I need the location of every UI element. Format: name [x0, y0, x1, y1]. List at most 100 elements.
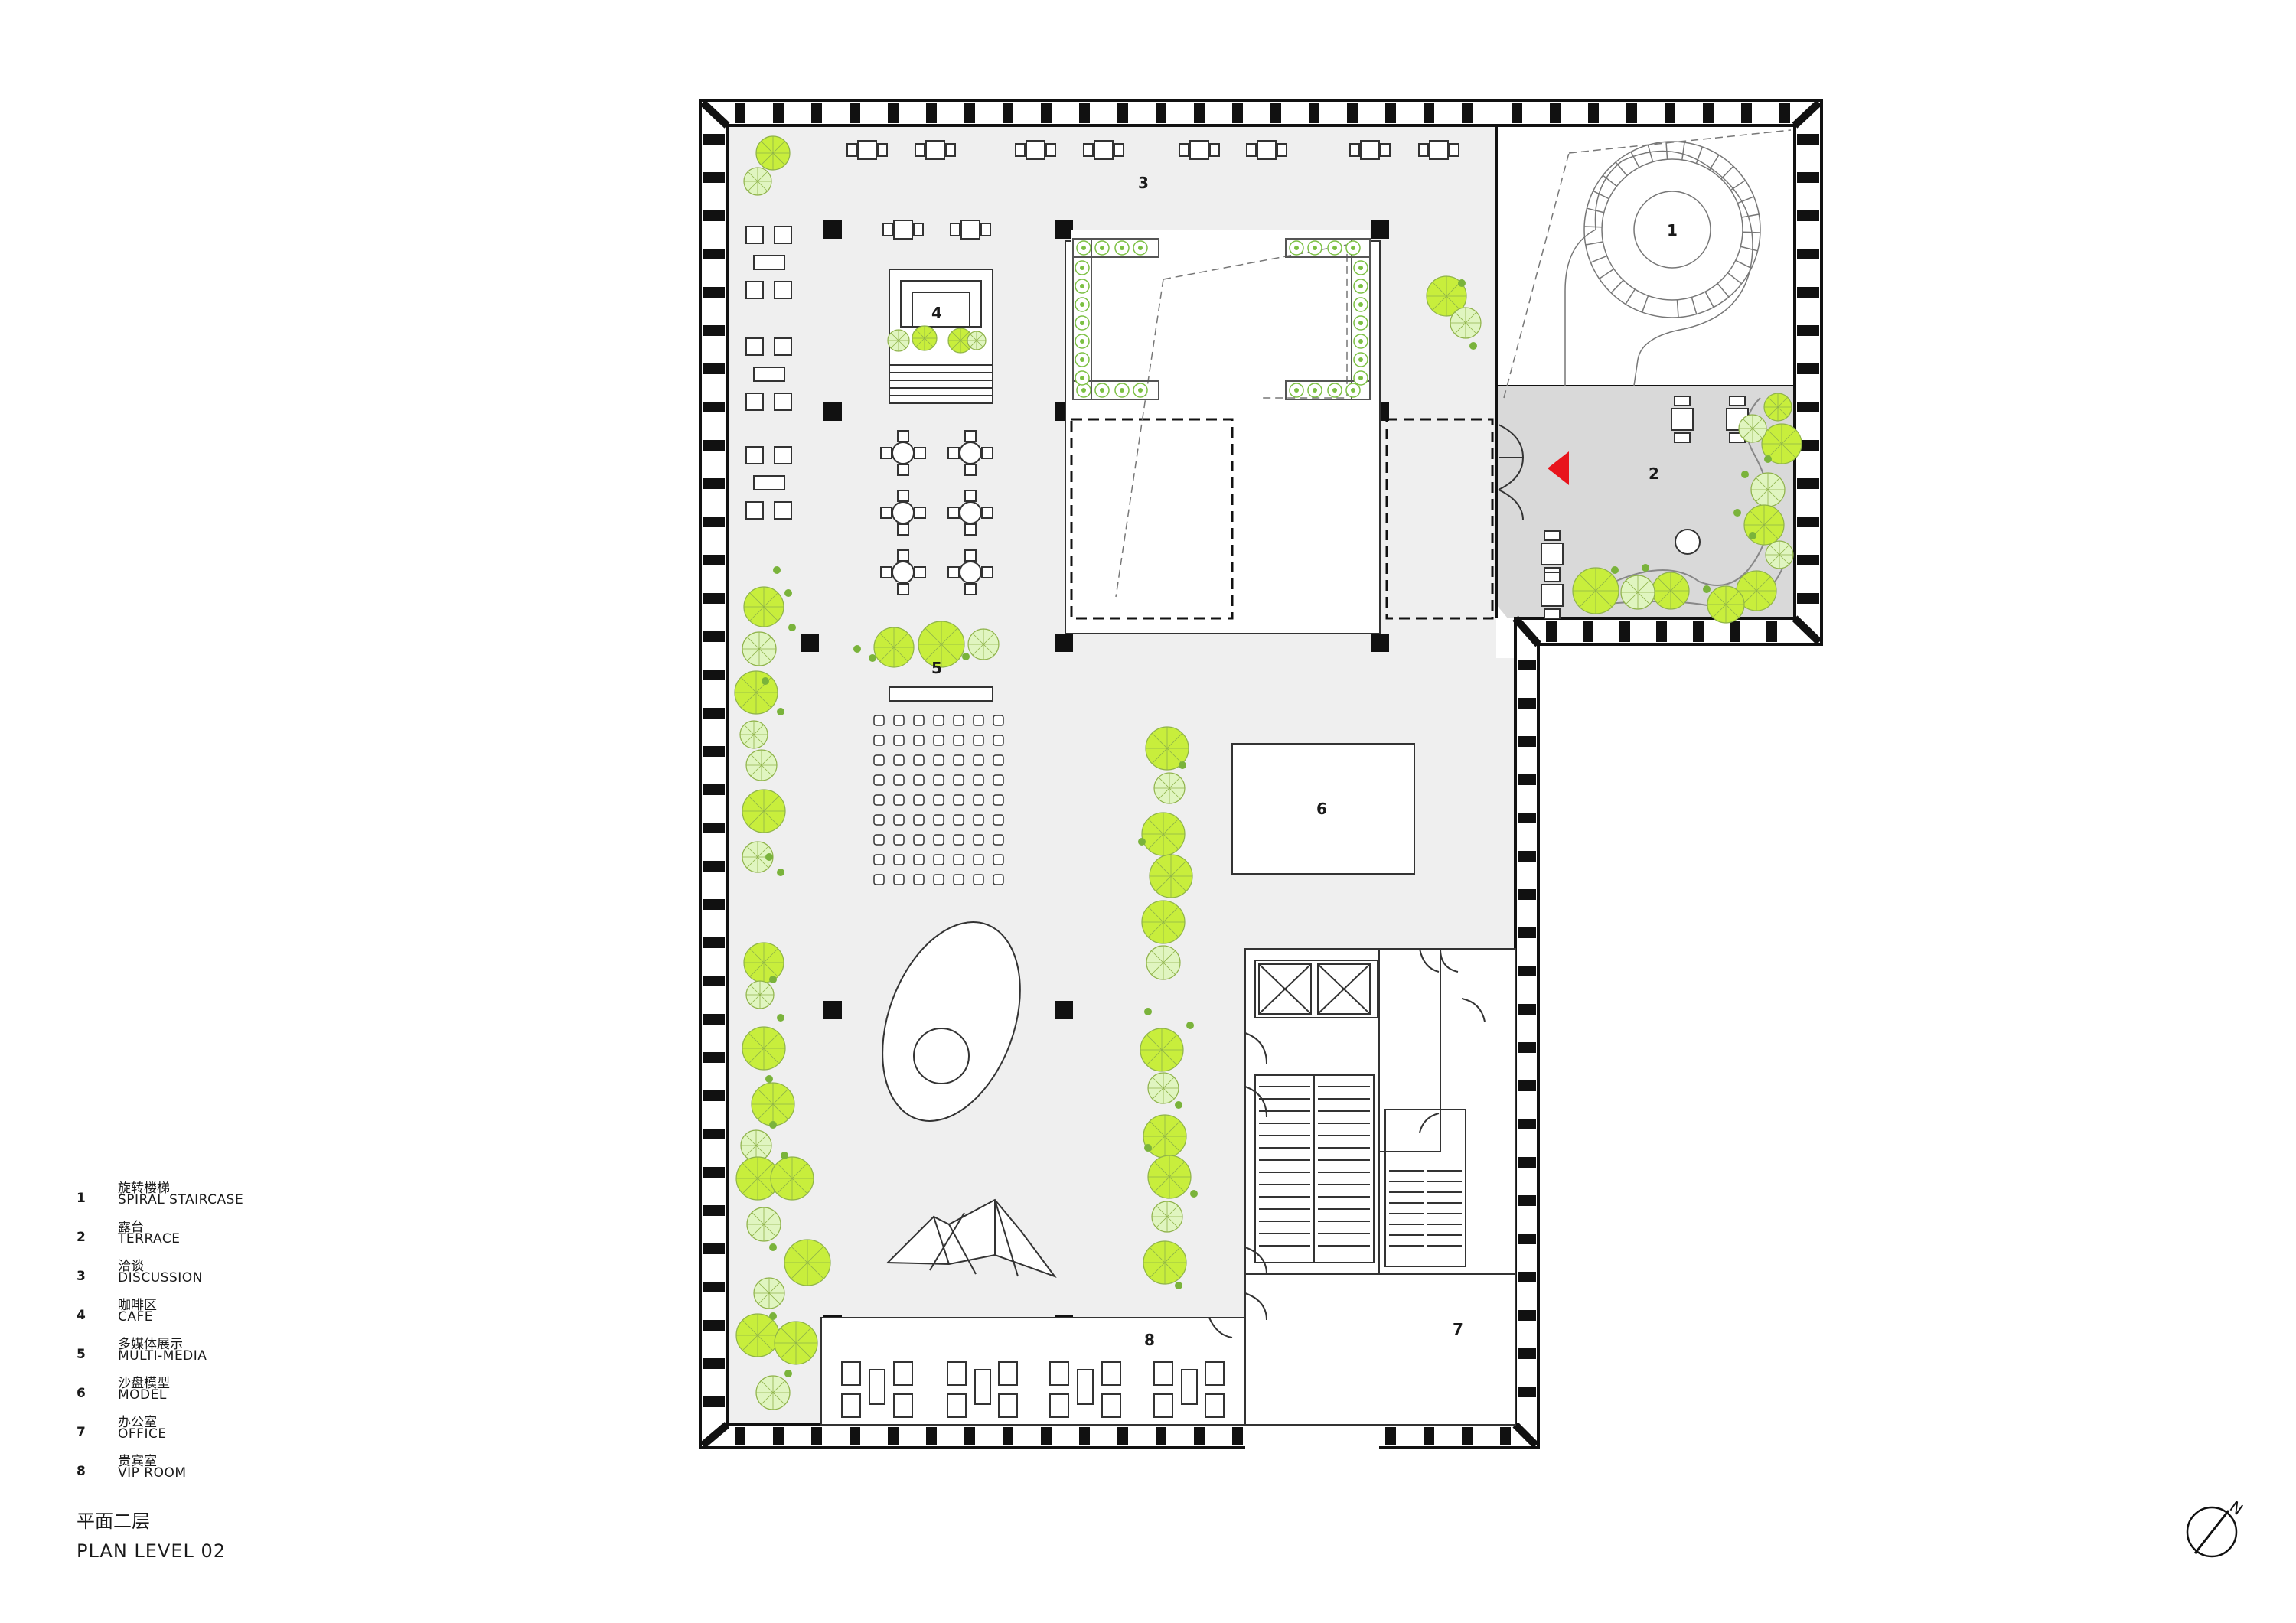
sofa-seat [745, 337, 764, 356]
tree-line [1151, 748, 1168, 764]
vip-chair [1049, 1393, 1069, 1418]
tree-line [758, 648, 771, 661]
mullion [1232, 103, 1243, 123]
chair [1544, 572, 1561, 582]
vip-chair [1101, 1393, 1121, 1418]
tree-line [1454, 322, 1466, 334]
model-table [1231, 743, 1415, 875]
tree-line [1147, 921, 1164, 938]
tree-line [1657, 590, 1671, 605]
stair-tread [1742, 231, 1760, 233]
mullion [703, 823, 725, 833]
discussion-table [925, 140, 945, 160]
stair-tread [1585, 241, 1603, 246]
spiral-staircase [1503, 129, 1792, 399]
chair [914, 507, 926, 519]
shrub-core [1081, 388, 1086, 393]
chair [1246, 143, 1257, 157]
tree-line [1742, 576, 1757, 592]
mullion [1309, 103, 1319, 123]
tree-line [742, 1162, 758, 1179]
mullion [1797, 517, 1819, 527]
multimedia-screen [889, 686, 993, 702]
chair [897, 583, 909, 595]
mullion [703, 555, 725, 565]
tree-line [757, 1335, 774, 1351]
terrace-table [1541, 543, 1564, 565]
mullion [1693, 621, 1704, 642]
tree-line [747, 637, 760, 650]
shrub-core [1358, 357, 1363, 362]
tree-line [1432, 282, 1447, 297]
mullion [1518, 1157, 1536, 1168]
mullion [850, 1427, 860, 1445]
mullion [703, 1358, 725, 1369]
shrub-core [1351, 246, 1355, 250]
tree-line [1670, 590, 1684, 605]
tree-line [1151, 732, 1168, 749]
shrub-core [1332, 388, 1337, 393]
tree-line [1779, 544, 1790, 556]
tree-line [1767, 406, 1779, 418]
chair [1277, 143, 1287, 157]
theatre-seat [933, 735, 944, 746]
tree-line [924, 337, 934, 347]
tree-line [1146, 1034, 1163, 1051]
egg-sculpture [882, 921, 1021, 1122]
stair-tread [1610, 279, 1624, 294]
tree-line [749, 984, 761, 996]
mullion [1665, 103, 1675, 123]
atrium-void [1065, 230, 1494, 634]
shrub-dot [1179, 761, 1186, 769]
tree-line [1164, 1120, 1181, 1137]
room-label-8: 8 [1144, 1331, 1155, 1349]
theatre-seat [933, 834, 944, 846]
tree-line [807, 1246, 824, 1263]
tree-line [1149, 1120, 1166, 1137]
room-label-5: 5 [931, 659, 942, 677]
mullion [703, 899, 725, 910]
planter-shrubs [1075, 240, 1368, 398]
tree-line [776, 1162, 793, 1179]
theatre-seat [973, 735, 984, 746]
mullion [1518, 1348, 1536, 1359]
terrace-table [1541, 584, 1564, 607]
chair [1544, 530, 1561, 541]
mullion [1518, 1234, 1536, 1244]
tree-line [1164, 1247, 1181, 1263]
tree-line [795, 1342, 812, 1359]
theatre-seat [913, 794, 925, 806]
shrub-dot [1175, 1101, 1182, 1109]
mullion [1518, 966, 1536, 976]
column [1055, 1001, 1073, 1019]
tree-line [1595, 574, 1613, 592]
legend-item: 4 咖啡区 CAFE [77, 1291, 398, 1330]
shrub-core [1080, 284, 1084, 288]
tree-line [791, 1246, 808, 1263]
tree-line [1147, 833, 1164, 850]
tree-line [1595, 590, 1613, 608]
vip-chair [1049, 1361, 1069, 1386]
theatre-seat [973, 814, 984, 826]
shrub-core [1100, 246, 1104, 250]
mullion [703, 1090, 725, 1101]
mullion [703, 440, 725, 451]
tree-line [893, 647, 908, 662]
tree-line [757, 181, 768, 192]
theatre-seat [893, 854, 905, 865]
mullion [1518, 927, 1536, 938]
theatre-seat [973, 834, 984, 846]
mullion [773, 103, 784, 123]
mullion [703, 1396, 725, 1407]
facade-mullions [703, 103, 1819, 1445]
tree-line [747, 181, 758, 192]
mullion [1424, 1427, 1434, 1445]
tree-line [747, 648, 760, 661]
tree-line [768, 1292, 781, 1305]
mullion [1741, 103, 1752, 123]
chair [981, 507, 993, 519]
shrub-dot [1642, 564, 1649, 572]
tree-line [1169, 1176, 1186, 1193]
chair [1179, 143, 1189, 157]
mullion [1194, 1427, 1205, 1445]
